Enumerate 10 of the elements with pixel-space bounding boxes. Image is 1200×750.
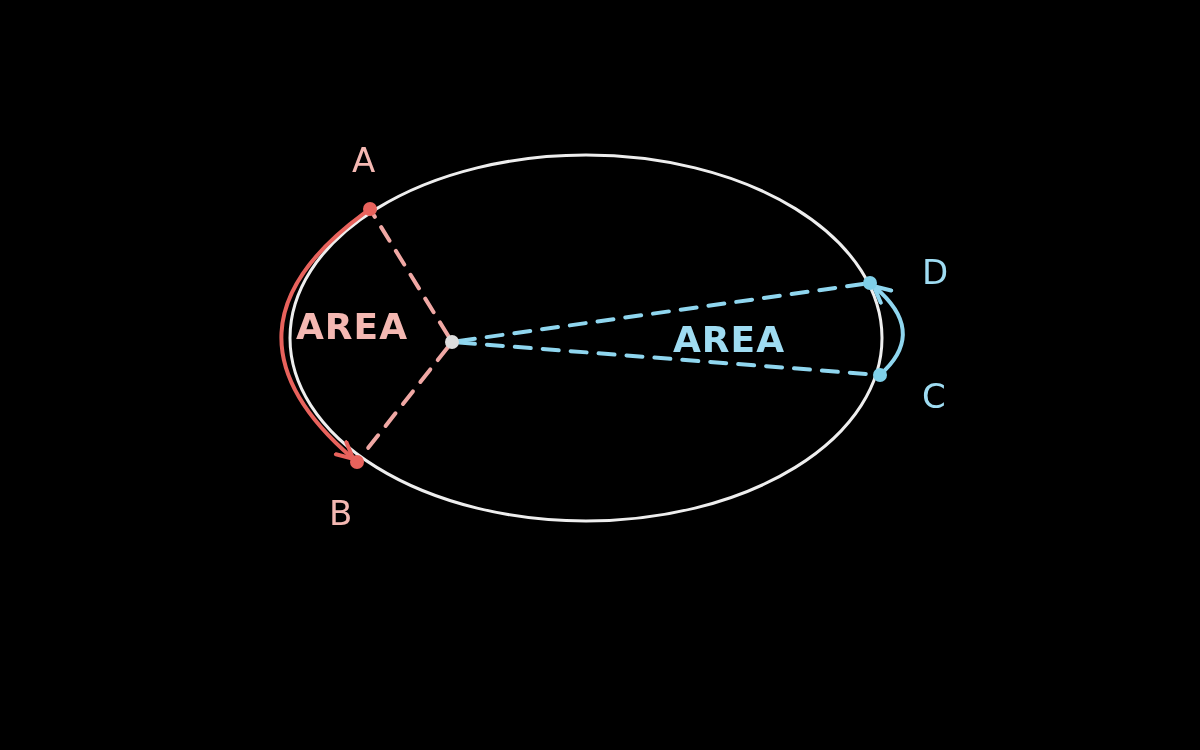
dashed-line [456,282,866,343]
dashed-line [371,212,451,339]
point-letter: D [922,253,949,291]
arrow [871,284,905,373]
point-letter: B [329,494,353,532]
area-label: AREA [673,320,786,360]
point-letter: A [352,141,376,179]
arrow [279,211,367,461]
area-label: AREA [296,307,409,347]
point-letter: C [922,377,946,415]
